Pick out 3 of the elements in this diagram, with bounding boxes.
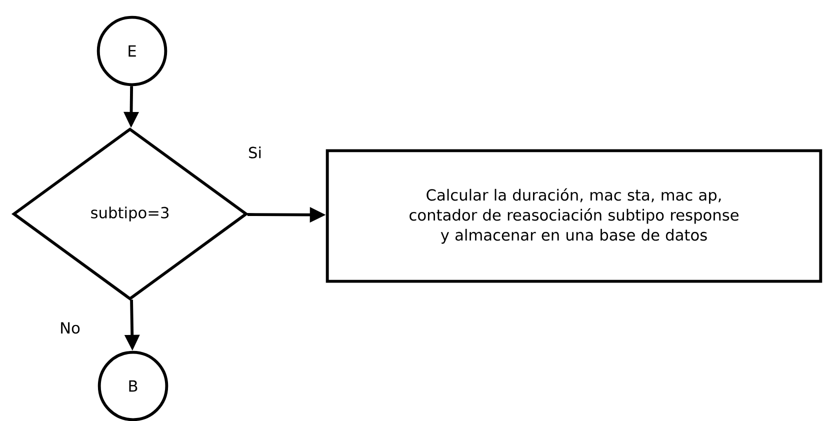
process-box: Calcular la duración, mac sta, mac ap, contador de reasociación subtipo response y almacenar en una base de datos: [326, 149, 822, 283]
edge-label: No: [61, 322, 80, 334]
edge-label: Si: [249, 146, 261, 158]
